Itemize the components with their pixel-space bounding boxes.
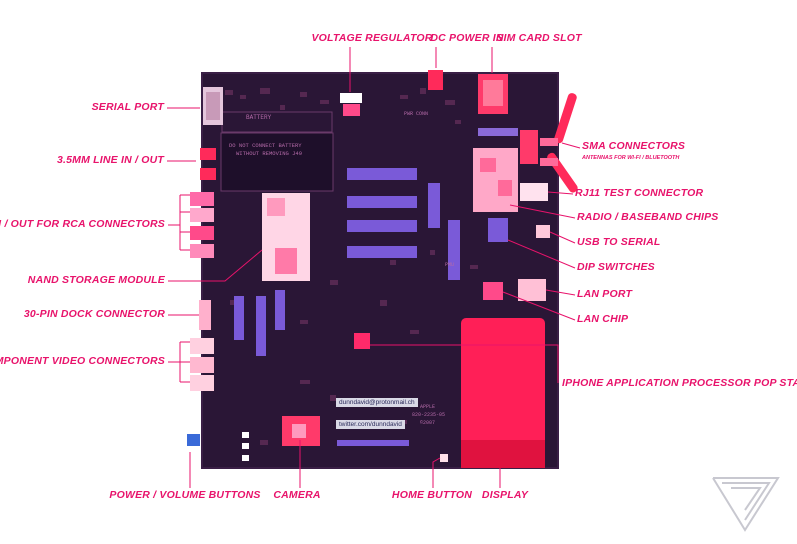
display-panel bbox=[461, 318, 545, 468]
dip-switches bbox=[488, 218, 508, 242]
label-dock-connector: 30-PIN DOCK CONNECTOR bbox=[23, 308, 165, 320]
label-usb-serial: USB TO SERIAL bbox=[577, 236, 661, 248]
usb-to-serial bbox=[536, 225, 550, 238]
label-voltage-regulator: VOLTAGE REGULATOR bbox=[311, 32, 433, 44]
battery-warning-box bbox=[220, 132, 334, 192]
rca-connectors bbox=[190, 192, 214, 258]
label-lan-chip: LAN CHIP bbox=[577, 313, 629, 325]
label-power-volume: POWER / VOLUME BUTTONS bbox=[109, 489, 261, 501]
label-dip-switches: DIP SWITCHES bbox=[577, 261, 655, 273]
label-home-button: HOME BUTTON bbox=[391, 489, 473, 501]
battery-silkscreen: BATTERY bbox=[246, 114, 272, 121]
power-button bbox=[187, 434, 200, 446]
sma-antenna-top bbox=[554, 93, 577, 144]
label-line-in-out-rca: LINE IN / OUT FOR RCA CONNECTORS bbox=[0, 218, 165, 230]
apple-silkscreen: APPLE bbox=[420, 404, 436, 410]
label-rj11: RJ11 TEST CONNECTOR bbox=[575, 187, 704, 199]
pwr-conn-silkscreen: PWR CONN bbox=[404, 111, 429, 117]
warning-line-1: DO NOT CONNECT BATTERY bbox=[229, 142, 302, 149]
label-sim-card-slot: SIM CARD SLOT bbox=[496, 32, 582, 44]
email-sticker: dunndavid@protonmail.ch bbox=[336, 398, 418, 407]
label-nand-storage: NAND STORAGE MODULE bbox=[27, 274, 165, 286]
warning-line-2: WITHOUT REMOVING J49 bbox=[236, 150, 303, 157]
label-dc-power-in: DC POWER IN bbox=[430, 32, 504, 44]
twitter-sticker: twitter.com/dunndavid bbox=[336, 420, 405, 429]
label-processor: IPHONE APPLICATION PROCESSOR POP STACK bbox=[562, 377, 797, 389]
home-button bbox=[440, 454, 448, 462]
dock-connector bbox=[199, 300, 211, 330]
label-radio-chips: RADIO / BASEBAND CHIPS bbox=[577, 211, 719, 223]
pmu-silkscreen: PMU bbox=[445, 262, 455, 268]
application-processor bbox=[354, 333, 370, 349]
label-display: DISPLAY bbox=[481, 489, 529, 501]
label-sma-sub: ANTENNAS FOR WI-FI / BLUETOOTH bbox=[582, 155, 680, 161]
lan-chip bbox=[483, 282, 503, 300]
label-component-video: COMPONENT VIDEO CONNECTORS bbox=[0, 355, 165, 367]
year-silkscreen: ©2007 bbox=[420, 420, 436, 426]
jack-35mm-1 bbox=[200, 148, 216, 160]
voltage-regulator bbox=[340, 93, 362, 103]
rj11-connector bbox=[520, 183, 548, 201]
memory-slots bbox=[347, 168, 460, 280]
lan-port bbox=[518, 279, 546, 301]
jack-35mm-2 bbox=[200, 168, 216, 180]
label-serial-port: SERIAL PORT bbox=[91, 101, 164, 113]
dc-power-in bbox=[428, 70, 443, 90]
label-line-in-out-35: 3.5MM LINE IN / OUT bbox=[56, 154, 164, 166]
part-number-silkscreen: 820-2235-05 bbox=[412, 412, 446, 418]
watermark-logo bbox=[712, 477, 780, 532]
label-sma-connectors: SMA CONNECTORS bbox=[582, 140, 686, 152]
label-camera: CAMERA bbox=[273, 489, 321, 501]
leader-lines bbox=[167, 47, 581, 488]
label-lan-port: LAN PORT bbox=[577, 288, 633, 300]
component-video-connectors bbox=[190, 338, 214, 391]
